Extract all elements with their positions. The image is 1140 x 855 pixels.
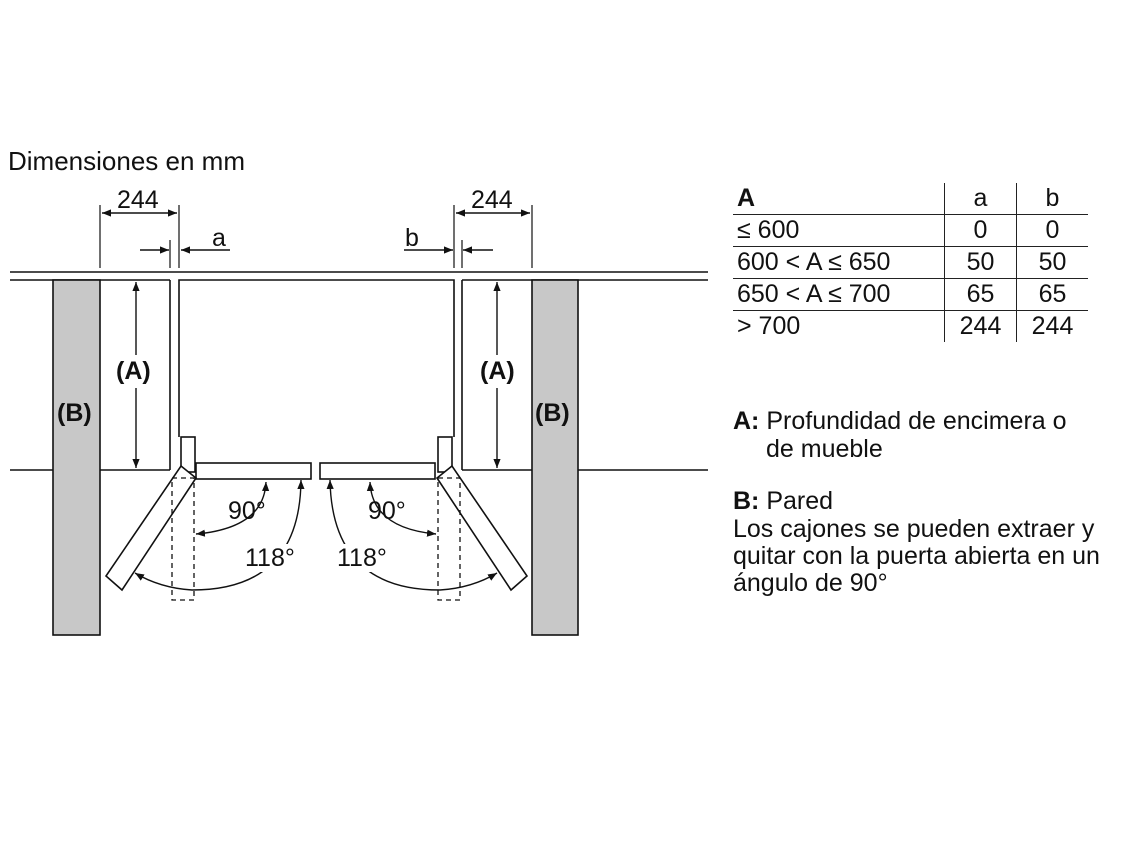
fridge-body [178, 279, 455, 480]
legend-a-line-2: de mueble [766, 435, 883, 463]
table-cell: 244 [944, 310, 1017, 342]
angle-118-left: 118° [245, 544, 295, 572]
table-cell: ≤ 600 [733, 214, 945, 247]
legend-note-line-1: Los cajones se pueden extraer y [733, 515, 1095, 543]
depth-label-left: (A) [116, 357, 151, 385]
angle-90-left: 90° [228, 497, 266, 525]
table-row: 650 < A ≤ 700 65 65 [733, 278, 1088, 311]
table-header-A: A [733, 183, 945, 215]
depth-label-left-text: (A) [116, 357, 151, 385]
page-title: Dimensiones en mm [8, 146, 245, 176]
wall-left [52, 279, 101, 636]
table-cell: 65 [944, 278, 1017, 311]
doors-open [104, 464, 529, 592]
table-header-b: b [1016, 183, 1088, 215]
depth-label-right: (A) [480, 357, 515, 385]
table-cell: 50 [1016, 246, 1088, 279]
wall-label-right: (B) [535, 399, 570, 427]
legend-a-line-1: A: Profundidad de encimera o [733, 407, 1067, 435]
wall-label-left: (B) [57, 399, 92, 427]
gap-label-a: a [212, 224, 226, 252]
wall-right [531, 279, 579, 636]
width-label-left: 244 [117, 186, 159, 214]
countertop-band [10, 271, 708, 471]
legend-note-line-3: ángulo de 90° [733, 569, 888, 597]
angle-90-right: 90° [368, 497, 406, 525]
cabinet-sides [169, 280, 463, 470]
legend-note-line-2: quitar con la puerta abierta en un [733, 542, 1100, 570]
legend-b-key: B: [733, 487, 760, 515]
table-cell: 65 [1016, 278, 1088, 311]
depth-label-right-text: (A) [480, 357, 515, 385]
wall-label-right-text: (B) [535, 399, 570, 427]
table-row: 600 < A ≤ 650 50 50 [733, 246, 1088, 279]
width-dimension-arrows [102, 209, 530, 254]
table-cell: 50 [944, 246, 1017, 279]
legend-a-text-1: Profundidad de encimera o [766, 407, 1067, 435]
table-cell: 650 < A ≤ 700 [733, 278, 945, 311]
table-header-row: A a b [733, 183, 1088, 215]
table-cell: > 700 [737, 312, 801, 340]
doors-90-dashed [171, 477, 461, 601]
table-row: ≤ 600 0 0 [733, 214, 1088, 247]
dimension-table: A a b ≤ 600 0 0 600 < A ≤ 650 50 50 650 … [733, 183, 1088, 342]
legend-a-key: A: [733, 407, 760, 435]
angle-118-right: 118° [337, 544, 387, 572]
legend-b-text: Pared [766, 487, 834, 515]
table-header-a: a [944, 183, 1017, 215]
depth-dimension-arrows [132, 282, 501, 468]
gap-label-b: b [405, 224, 419, 252]
table-cell: 600 < A ≤ 650 [733, 246, 945, 279]
angle-arcs [134, 479, 498, 591]
legend-b-line: B: Pared [733, 487, 833, 515]
table-cell: 244 [1016, 310, 1088, 342]
table-cell: 0 [944, 214, 1017, 247]
extension-lines [99, 205, 533, 268]
table-row: > 700 244 244 [733, 310, 1088, 342]
table-cell: 0 [1016, 214, 1088, 247]
width-label-right: 244 [471, 186, 513, 214]
wall-label-left-text: (B) [57, 399, 92, 427]
